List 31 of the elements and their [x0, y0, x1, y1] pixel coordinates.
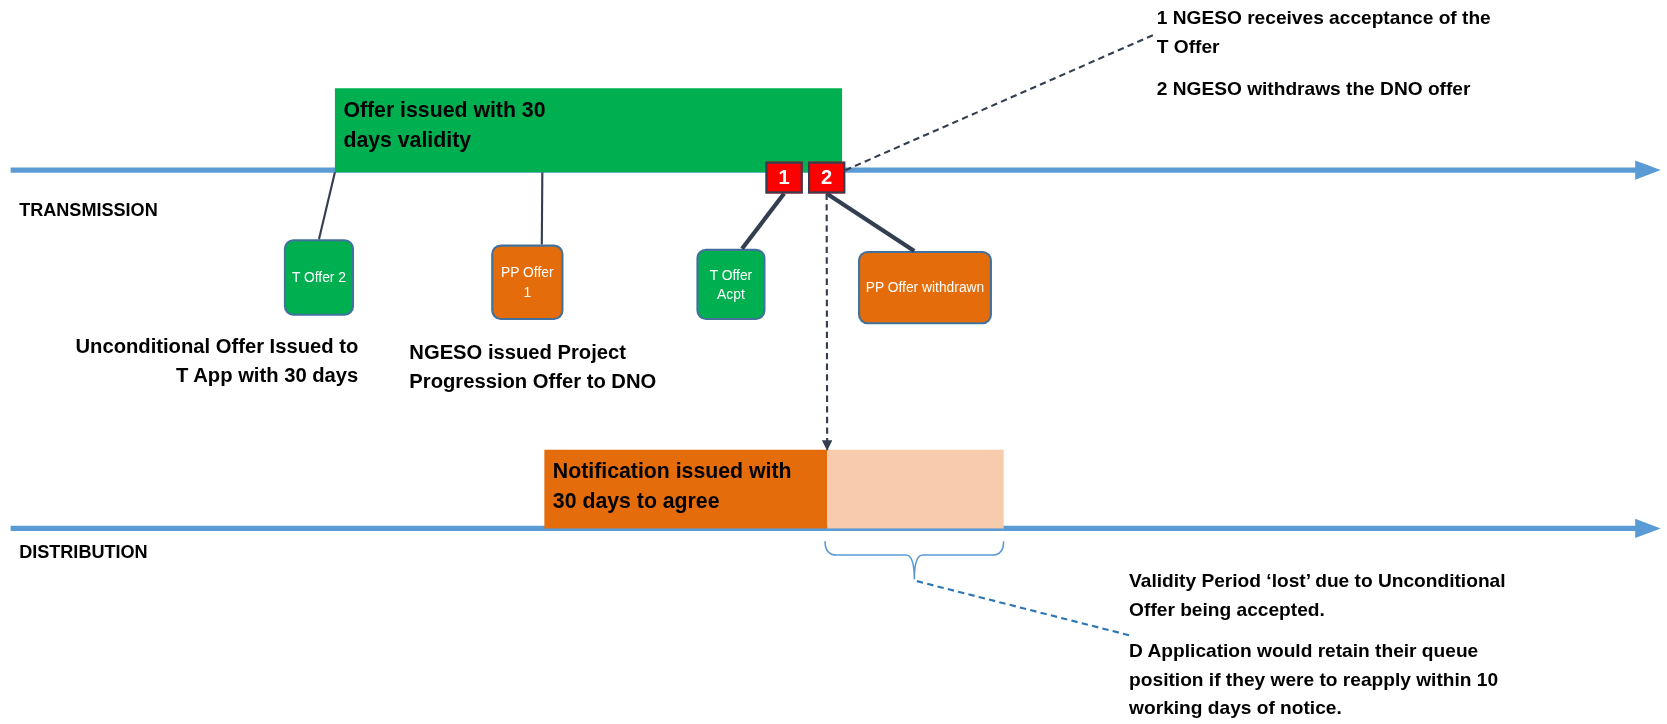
connector-line	[317, 172, 336, 240]
offer-box	[491, 244, 564, 320]
note-text: Validity Period ‘lost’ due to Unconditional Offer being accepted.	[1129, 568, 1507, 622]
box-label: T Offer 2	[290, 268, 347, 287]
box-label: PP Offer withdrawn	[864, 278, 986, 298]
number-marker	[765, 161, 803, 194]
note-text: D Application would retain their queue position if they were to reapply within 10 working days of notice.	[1129, 639, 1500, 721]
node-label: Unconditional Offer Issued to T App with 30 days	[74, 333, 359, 388]
offer-box	[696, 248, 766, 320]
offer-box	[858, 250, 992, 325]
connector-line	[825, 191, 916, 253]
connector-line	[740, 192, 786, 251]
node-label: NGESO issued Project Progression Offer to DNO	[409, 340, 658, 395]
axis-label: TRANSMISSION	[19, 199, 158, 222]
note-text: 1 NGESO receives acceptance of the T Offer	[1156, 6, 1492, 60]
number-marker	[808, 161, 846, 194]
band-label: Notification issued with 30 days to agree	[552, 458, 793, 515]
marker-number: 2	[821, 165, 833, 190]
leader-line	[914, 579, 1130, 637]
period-band	[827, 449, 1004, 529]
connector-line	[540, 172, 544, 245]
bracket	[824, 540, 1005, 581]
offer-box	[283, 239, 355, 316]
box-label: PP Offer 1	[500, 263, 555, 302]
marker-number: 1	[778, 165, 790, 190]
note-text: 2 NGESO withdraws the DNO offer	[1156, 76, 1472, 101]
period-band	[544, 449, 828, 529]
box-label: T Offer Acpt	[708, 265, 754, 304]
band-label: Offer issued with 30 days validity	[343, 96, 547, 154]
arrow	[821, 193, 833, 451]
axis-label: DISTRIBUTION	[19, 542, 148, 564]
